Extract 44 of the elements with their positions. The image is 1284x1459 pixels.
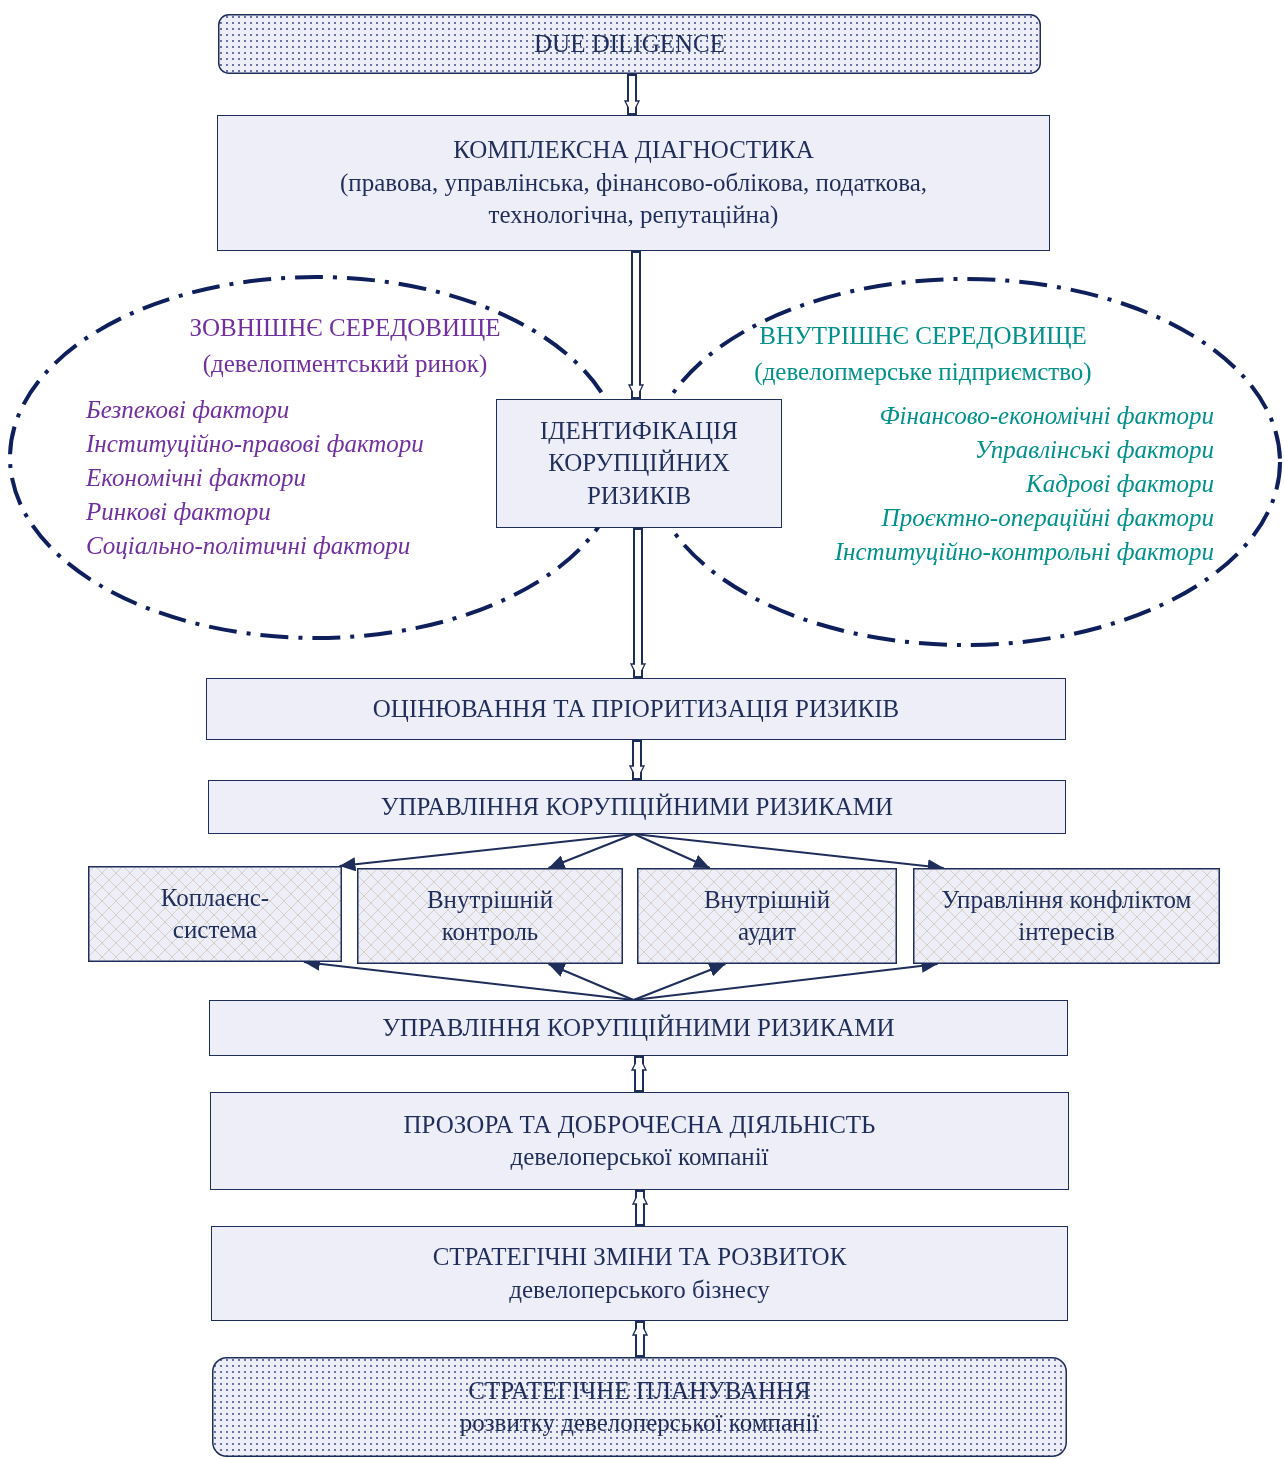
box-title: ІДЕНТИФІКАЦІЯ КОРУПЦІЙНИХ РИЗИКІВ [539, 415, 739, 511]
factor-item: Проєктно-операційні фактори [881, 503, 1214, 533]
box-title: УПРАВЛІННЯ КОРУПЦІЙНИМИ РИЗИКАМИ [380, 791, 894, 822]
box-title: СТРАТЕГІЧНІ ЗМІНИ ТА РОЗВИТОК [432, 1242, 847, 1272]
box-subtitle: (правова, управлінська, фінансово-облікова, податкова, технологічна, репутаційна) [338, 167, 929, 231]
box-title: ПРОЗОРА ТА ДОБРОЧЕСНА ДІЯЛЬНІСТЬ [403, 1109, 876, 1140]
process-box [217, 115, 1050, 251]
factor-item: Інституційно-контрольні фактори [834, 537, 1214, 567]
section-subheading: (девелопмерське підприємство) [754, 357, 1092, 387]
section-subheading: (девелопментський ринок) [202, 349, 488, 379]
section-heading: ЗОВНІШНЄ СЕРЕДОВИЩЕ [189, 313, 501, 343]
dotted-box [218, 14, 1041, 74]
process-box [496, 399, 782, 528]
box-title: Внутрішній контроль [425, 884, 555, 947]
box-title: DUE DILIGENCE [534, 28, 725, 59]
textured-box [637, 868, 897, 964]
box-title: Коплаєнс-система [159, 882, 271, 945]
process-box [206, 678, 1066, 740]
dotted-box [212, 1357, 1067, 1457]
process-box [208, 780, 1066, 834]
process-box [210, 1092, 1069, 1190]
section-heading: ВНУТРІШНЄ СЕРЕДОВИЩЕ [759, 321, 1087, 351]
factor-item: Інституційно-правові фактори [86, 429, 424, 459]
box-title: УПРАВЛІННЯ КОРУПЦІЙНИМИ РИЗИКАМИ [382, 1012, 895, 1043]
box-title: ОЦІНЮВАННЯ ТА ПРІОРИТИЗАЦІЯ РИЗИКІВ [372, 693, 900, 724]
factor-item: Ринкові фактори [86, 497, 271, 527]
textured-box [88, 866, 342, 962]
process-box [209, 1000, 1068, 1056]
process-box [211, 1226, 1068, 1321]
box-title: СТРАТЕГІЧНЕ ПЛАНУВАННЯ [468, 1375, 811, 1406]
textured-box [357, 868, 623, 964]
factor-item: Фінансово-економічні фактори [879, 401, 1214, 431]
box-subtitle: розвитку девелоперської компанії [459, 1408, 820, 1438]
factor-item: Безпекові фактори [86, 395, 290, 425]
factor-item: Економічні фактори [86, 463, 307, 493]
box-title: Внутрішній аудит [702, 884, 832, 947]
factor-item: Кадрові фактори [1026, 469, 1214, 499]
box-subtitle: девелоперської компанії [510, 1142, 769, 1172]
textured-box [913, 868, 1220, 964]
box-subtitle: девелоперського бізнесу [509, 1274, 770, 1305]
box-title: Управління конфліктом інтересів [940, 884, 1193, 947]
box-title: КОМПЛЕКСНА ДІАГНОСТИКА [453, 135, 814, 166]
factor-item: Управлінські фактори [974, 435, 1214, 465]
factor-item: Соціально-політичні фактори [86, 531, 411, 561]
